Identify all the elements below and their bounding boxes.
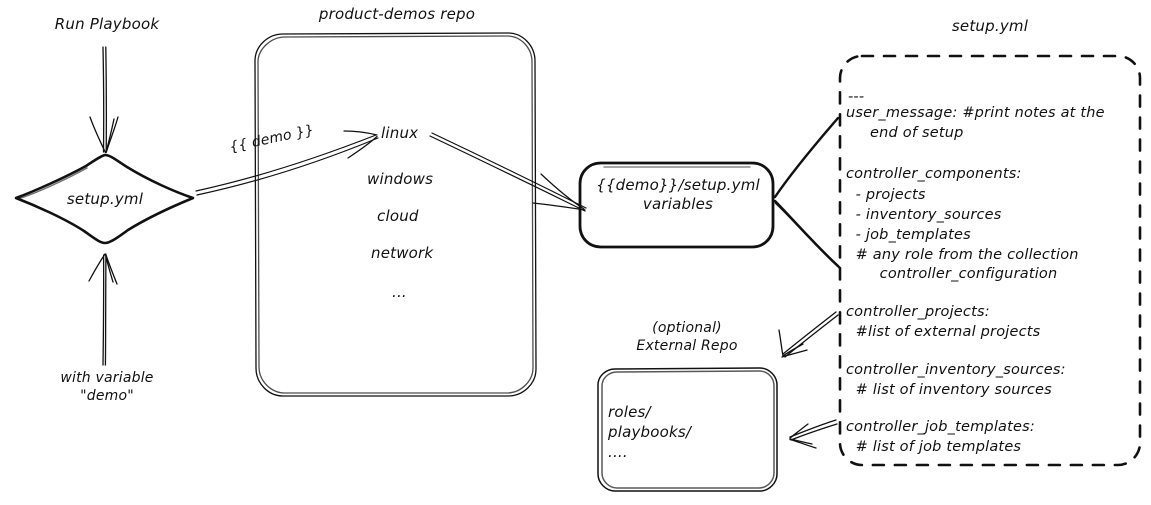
arrow-linux-to-variables — [429, 132, 587, 212]
label-run-playbook: Run Playbook — [54, 15, 160, 33]
label-with-variable: with variable "demo" — [60, 370, 154, 404]
yaml-line-doc-start: --- — [848, 89, 865, 105]
shape-product-demos-repo — [254, 32, 537, 397]
yaml-line-job-templates: - job_templates — [846, 227, 971, 243]
label-external-repo-title: (optional) External Repo — [636, 320, 738, 354]
shape-demo-setup-variables — [578, 161, 775, 249]
yaml-line-user-message: user_message: #print notes at the — [846, 105, 1105, 121]
repo-item-cloud: cloud — [377, 207, 419, 225]
label-product-demos-repo-title: product-demos repo — [318, 5, 476, 23]
yaml-line-controller-inventory-sources: controller_inventory_sources: — [846, 362, 1066, 378]
label-demo-setup-variables: {{demo}}/setup.yml variables — [596, 176, 760, 214]
yaml-line-controller-projects: controller_projects: — [846, 304, 990, 320]
label-setup-yml-node: setup.yml — [66, 190, 144, 208]
yaml-line-controller-components: controller_components: — [846, 166, 1022, 182]
yaml-line-projects: - projects — [846, 187, 926, 203]
repo-item-windows: windows — [367, 170, 434, 188]
repo-item-linux: linux — [381, 124, 419, 142]
yaml-line-controller-job-templates: controller_job_templates: — [846, 419, 1035, 435]
yaml-line-user-message-cont: end of setup — [846, 125, 964, 141]
yaml-line-controller-projects-comment: #list of external projects — [846, 324, 1041, 340]
arrow-setup-panel-to-variables — [773, 116, 842, 270]
arrow-controller-job-templates-to-external-repo — [789, 419, 838, 449]
repo-item-ellipsis: ... — [392, 283, 407, 301]
repo-item-network: network — [371, 244, 434, 262]
arrow-demo-variable-to-linux — [195, 130, 379, 196]
arrow-controller-projects-to-external-repo — [778, 311, 839, 358]
shape-external-repo — [597, 367, 778, 492]
yaml-line-any-role-comment: # any role from the collection — [846, 247, 1079, 263]
external-repo-item-playbooks: playbooks/ — [608, 423, 692, 441]
shape-setup-yml-diamond — [14, 153, 195, 245]
yaml-line-inventory-sources: - inventory_sources — [846, 207, 1002, 223]
shape-setup-yml-panel — [838, 54, 1142, 467]
external-repo-item-ellipsis: .... — [608, 443, 628, 461]
arrow-with-variable — [88, 253, 118, 366]
yaml-line-controller-configuration: controller_configuration — [846, 266, 1058, 282]
arrow-run-playbook — [89, 46, 119, 154]
external-repo-item-roles: roles/ — [608, 403, 651, 421]
yaml-line-controller-job-templates-comment: # list of job templates — [846, 439, 1022, 455]
label-setup-yml-panel-title: setup.yml — [951, 17, 1029, 35]
yaml-line-controller-inventory-sources-comment: # list of inventory sources — [846, 382, 1052, 398]
